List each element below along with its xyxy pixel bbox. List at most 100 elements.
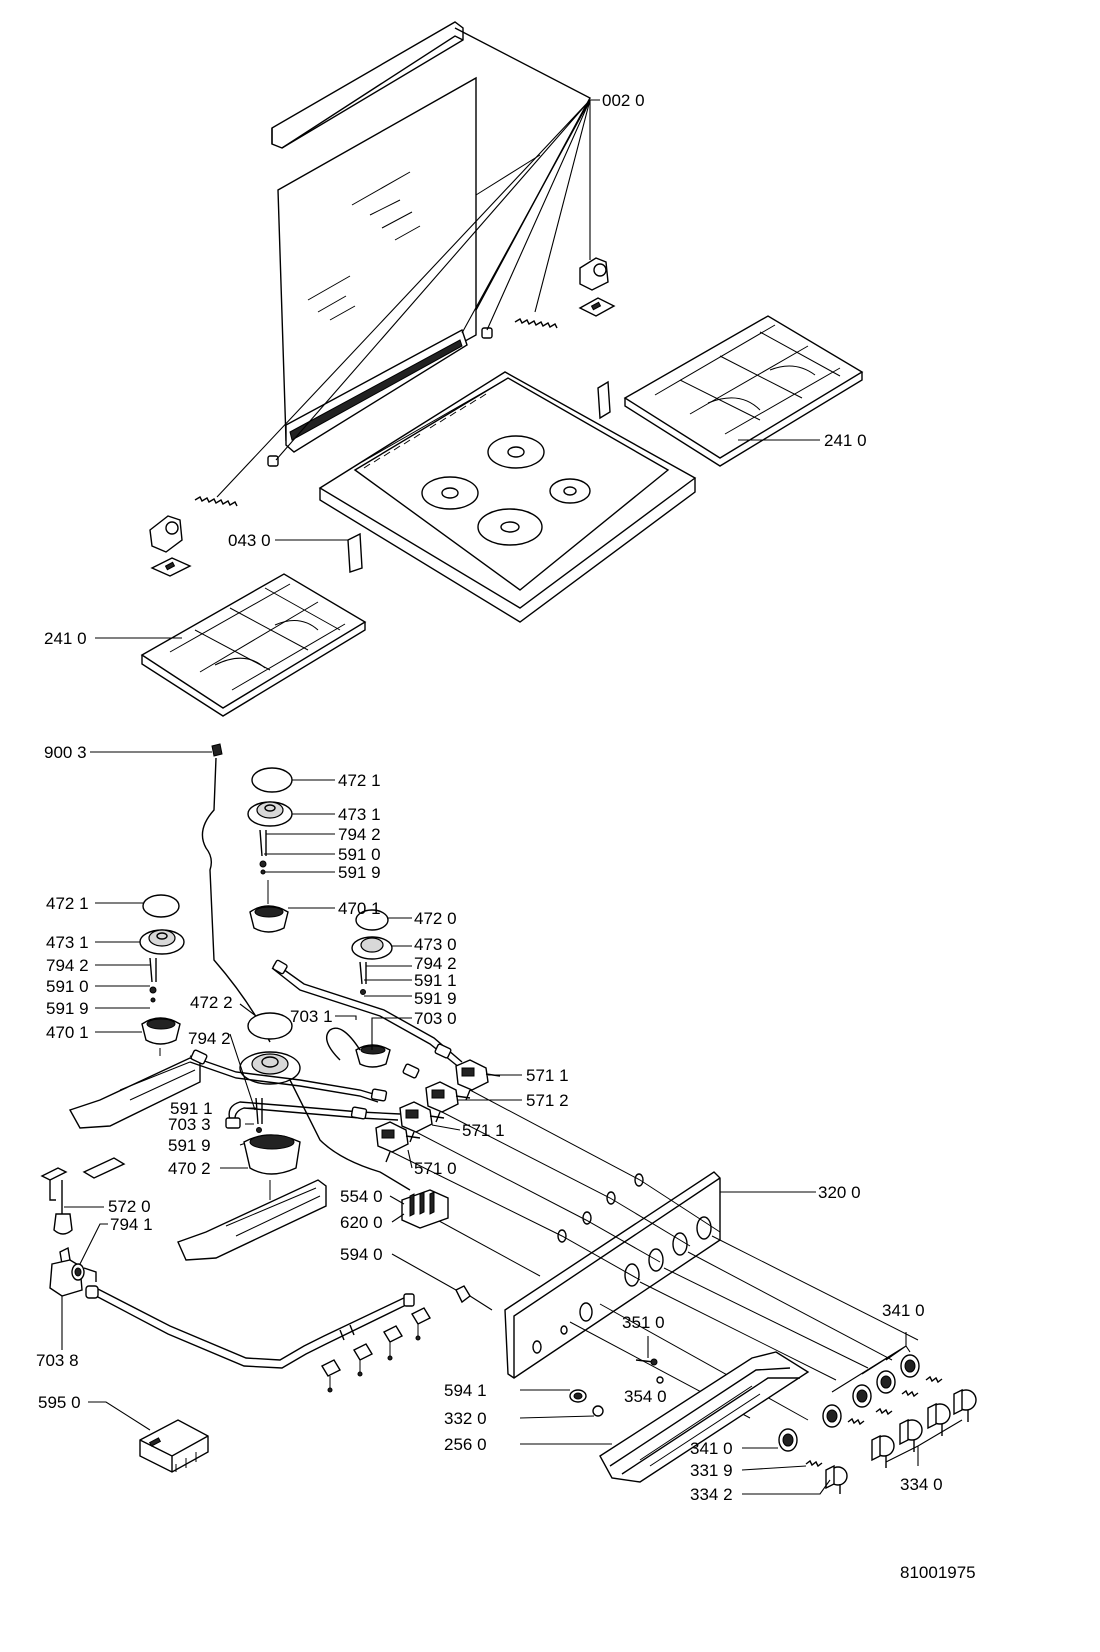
hinge-left xyxy=(149,515,192,577)
label-703-0: 703 0 xyxy=(414,1009,457,1028)
label-472-1-b: 472 1 xyxy=(46,894,89,913)
hob-tray xyxy=(318,371,697,623)
label-591-9-a: 591 9 xyxy=(338,863,381,882)
gas-tap-571-0 xyxy=(375,1121,421,1169)
label-331-9: 331 9 xyxy=(690,1461,733,1480)
hinge-right xyxy=(578,257,616,317)
label-591-0-b: 591 0 xyxy=(46,977,89,996)
bracket-043 xyxy=(275,532,363,573)
burner-holes xyxy=(421,435,591,546)
thermostat-bracket xyxy=(40,1157,126,1235)
label-620-0: 620 0 xyxy=(340,1213,383,1232)
label-794-2-d: 794 2 xyxy=(188,1029,231,1048)
label-591-1-a: 591 1 xyxy=(414,971,457,990)
burner-right xyxy=(335,909,412,1068)
pan-support-right xyxy=(623,315,864,467)
label-591-9-c: 591 9 xyxy=(414,989,457,1008)
label-703-8: 703 8 xyxy=(36,1351,79,1370)
timer-module xyxy=(88,1401,209,1473)
label-470-1-a: 470 1 xyxy=(338,899,381,918)
washer-354 xyxy=(656,1376,664,1384)
label-334-2: 334 2 xyxy=(690,1485,733,1504)
bracket-small xyxy=(597,380,611,420)
label-591-1-b: 591 1 xyxy=(170,1099,213,1118)
label-591-0-a: 591 0 xyxy=(338,845,381,864)
label-472-2: 472 2 xyxy=(190,993,233,1012)
label-703-3: 703 3 xyxy=(168,1115,211,1134)
label-043-0: 043 0 xyxy=(228,531,271,550)
label-595-0: 595 0 xyxy=(38,1393,81,1412)
label-591-9-d: 591 9 xyxy=(168,1136,211,1155)
knob-bushings xyxy=(822,1332,920,1428)
label-572-0: 572 0 xyxy=(108,1197,151,1216)
control-knobs xyxy=(871,1388,977,1468)
label-571-1-b: 571 1 xyxy=(462,1121,505,1140)
label-332-0: 332 0 xyxy=(444,1409,487,1428)
knob-springs xyxy=(847,1375,943,1426)
label-571-0: 571 0 xyxy=(414,1159,457,1178)
burner-left xyxy=(95,894,185,1056)
gas-pipes xyxy=(189,959,463,1129)
safety-valve xyxy=(49,1223,108,1350)
label-241-0-left: 241 0 xyxy=(44,629,87,648)
lid-bottom-trim xyxy=(285,328,468,453)
document-number: 81001975 xyxy=(900,1563,976,1582)
leader-002-0 xyxy=(216,99,600,498)
label-794-2-b: 794 2 xyxy=(46,956,89,975)
label-241-0-right: 241 0 xyxy=(824,431,867,450)
label-341-0-a: 341 0 xyxy=(882,1301,925,1320)
label-900-3: 900 3 xyxy=(44,743,87,762)
label-473-1-b: 473 1 xyxy=(46,933,89,952)
label-334-0: 334 0 xyxy=(900,1475,943,1494)
label-256-0: 256 0 xyxy=(444,1435,487,1454)
label-571-1-a: 571 1 xyxy=(526,1066,569,1085)
label-703-1: 703 1 xyxy=(290,1007,333,1026)
label-472-1-a: 472 1 xyxy=(338,771,381,790)
indicator-lamp xyxy=(520,1389,587,1403)
label-594-0: 594 0 xyxy=(340,1245,383,1264)
label-470-1-b: 470 1 xyxy=(46,1023,89,1042)
gas-tap-571-2 xyxy=(425,1081,522,1123)
label-473-0: 473 0 xyxy=(414,935,457,954)
label-794-1: 794 1 xyxy=(110,1215,153,1234)
bushing-left xyxy=(267,455,279,467)
labels: 002 0 241 0 043 0 241 0 900 3 472 1 473 … xyxy=(36,91,976,1582)
control-panel xyxy=(504,1171,919,1421)
label-470-2: 470 2 xyxy=(168,1159,211,1178)
long-gas-pipe xyxy=(85,1285,415,1369)
label-472-0: 472 0 xyxy=(414,909,457,928)
lid-top-trim xyxy=(271,21,464,149)
gas-tap-571-1-b xyxy=(399,1101,461,1143)
burner-support-bar-left xyxy=(68,1057,201,1129)
piezo-plug xyxy=(391,1253,493,1311)
burner-top-center xyxy=(247,767,335,933)
burner-support-bar-center xyxy=(177,1179,327,1261)
pipe-clips xyxy=(321,1307,431,1393)
pan-support-left xyxy=(95,573,367,717)
label-591-9-b: 591 9 xyxy=(46,999,89,1018)
label-473-1-a: 473 1 xyxy=(338,805,381,824)
burner-large-center xyxy=(220,1003,301,1200)
thermocouple-wire xyxy=(90,743,411,1191)
lid-back-cover xyxy=(454,27,591,311)
label-794-2-a: 794 2 xyxy=(338,825,381,844)
spring-left xyxy=(194,496,238,507)
bushing-right xyxy=(481,327,493,339)
label-351-0: 351 0 xyxy=(622,1313,665,1332)
door-handle-bar xyxy=(520,1351,810,1483)
ignition-wires xyxy=(391,1089,721,1281)
separate-knob xyxy=(741,1428,848,1495)
label-794-2-c: 794 2 xyxy=(414,954,457,973)
screw-351 xyxy=(635,1336,658,1366)
igniter-block xyxy=(389,1189,449,1229)
label-002-0: 002 0 xyxy=(602,91,645,110)
control-slots xyxy=(363,393,487,469)
label-354-0: 354 0 xyxy=(624,1387,667,1406)
glass-lid-panel xyxy=(277,76,541,442)
label-571-2: 571 2 xyxy=(526,1091,569,1110)
label-320-0: 320 0 xyxy=(818,1183,861,1202)
label-554-0: 554 0 xyxy=(340,1187,383,1206)
gas-tap-571-1-a xyxy=(455,1059,522,1101)
